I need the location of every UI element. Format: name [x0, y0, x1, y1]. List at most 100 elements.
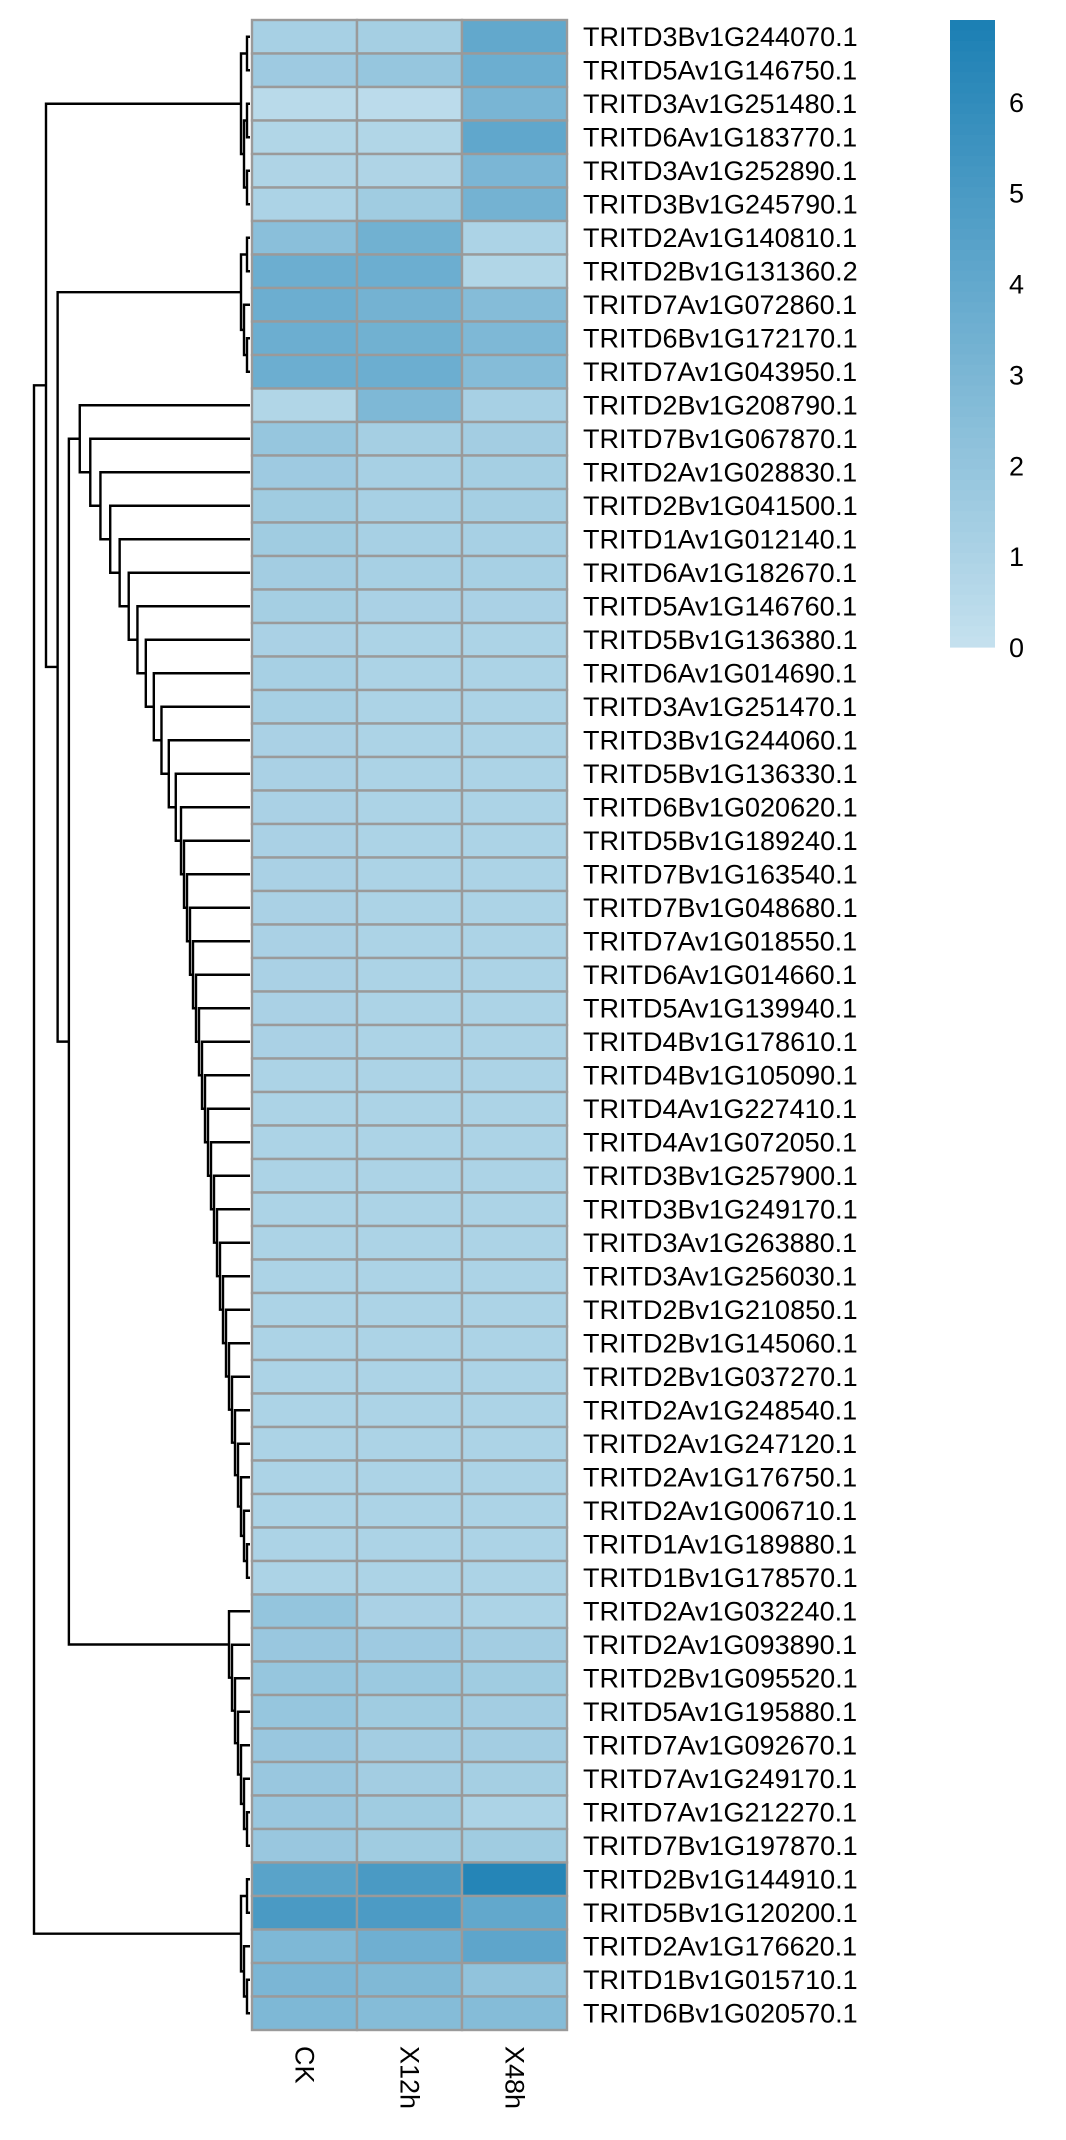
- heatmap-cell: [250, 521, 359, 558]
- heatmap-cell: [355, 1894, 464, 1931]
- heatmap-cell: [250, 1425, 359, 1462]
- legend-gradient-step: [950, 197, 995, 209]
- heatmap-cell: [460, 655, 569, 692]
- row-label: TRITD5Bv1G136380.1: [583, 625, 858, 655]
- heatmap-cell: [250, 85, 359, 122]
- legend-gradient-step: [950, 500, 995, 512]
- row-label: TRITD2Av1G247120.1: [583, 1429, 857, 1459]
- heatmap-cell: [460, 1827, 569, 1864]
- legend-gradient-step: [950, 594, 995, 606]
- heatmap-cell: [250, 956, 359, 993]
- heatmap-cell: [355, 990, 464, 1027]
- heatmap-cell: [460, 1693, 569, 1730]
- heatmap-cell: [460, 521, 569, 558]
- heatmap-cell: [250, 1626, 359, 1663]
- column-label: X48h: [500, 2046, 530, 2109]
- heatmap-cell: [460, 286, 569, 323]
- row-label: TRITD5Bv1G189240.1: [583, 826, 858, 856]
- heatmap-cell: [355, 1392, 464, 1429]
- legend-gradient-step: [950, 448, 995, 460]
- legend-gradient-step: [950, 124, 995, 136]
- row-label: TRITD3Bv1G249170.1: [583, 1194, 858, 1224]
- dendrogram-branch: [245, 236, 250, 273]
- row-labels: TRITD3Bv1G244070.1TRITD5Av1G146750.1TRIT…: [583, 22, 858, 2029]
- heatmap-cell: [355, 420, 464, 457]
- heatmap-cell: [460, 1124, 569, 1161]
- heatmap-cell: [460, 1760, 569, 1797]
- row-label: TRITD4Av1G227410.1: [583, 1094, 857, 1124]
- legend-gradient-step: [950, 584, 995, 596]
- row-label: TRITD7Bv1G197870.1: [583, 1831, 858, 1861]
- legend-gradient-step: [950, 636, 995, 648]
- row-label: TRITD6Av1G182670.1: [583, 558, 857, 588]
- legend-gradient-step: [950, 469, 995, 481]
- row-label: TRITD2Bv1G131360.2: [583, 256, 858, 286]
- heatmap-cell: [250, 655, 359, 692]
- row-label: TRITD3Bv1G244060.1: [583, 725, 858, 755]
- legend-gradient-step: [950, 270, 995, 282]
- legend-gradient-step: [950, 396, 995, 408]
- heatmap-cell: [355, 822, 464, 859]
- row-label: TRITD2Bv1G210850.1: [583, 1295, 858, 1325]
- heatmap-cell: [460, 755, 569, 792]
- heatmap-cell: [250, 420, 359, 457]
- heatmap-cell: [355, 1727, 464, 1764]
- heatmap-cell: [250, 1928, 359, 1965]
- heatmap-cell: [355, 1023, 464, 1060]
- dendrogram-branch: [245, 1543, 250, 1579]
- legend-gradient-step: [950, 479, 995, 491]
- legend-tick-label: 3: [1009, 360, 1024, 390]
- row-label: TRITD6Av1G183770.1: [583, 122, 857, 152]
- heatmap-cell: [250, 990, 359, 1027]
- legend-gradient-step: [950, 260, 995, 272]
- legend-gradient-step: [950, 187, 995, 199]
- legend-gradient-step: [950, 615, 995, 627]
- heatmap-cell: [460, 789, 569, 826]
- heatmap-cell: [250, 1593, 359, 1630]
- legend-gradient-step: [950, 406, 995, 418]
- row-label: TRITD7Av1G072860.1: [583, 290, 857, 320]
- heatmap-cell: [250, 722, 359, 759]
- row-label: TRITD2Bv1G037270.1: [583, 1362, 858, 1392]
- heatmap-cell: [250, 1827, 359, 1864]
- heatmap-cell: [460, 1928, 569, 1965]
- row-label: TRITD7Av1G043950.1: [583, 357, 857, 387]
- heatmap-cell: [250, 487, 359, 524]
- heatmap-cell: [460, 320, 569, 357]
- dendrogram-branch: [56, 290, 241, 1043]
- legend-gradient-step: [950, 323, 995, 335]
- heatmap-cell: [355, 1995, 464, 2032]
- heatmap-cell: [250, 1492, 359, 1529]
- heatmap-cell: [460, 1325, 569, 1362]
- heatmap-cell: [250, 253, 359, 290]
- heatmap-cell: [250, 219, 359, 256]
- row-label: TRITD6Bv1G020620.1: [583, 792, 858, 822]
- heatmap-cell: [355, 956, 464, 993]
- legend-gradient-step: [950, 417, 995, 429]
- heatmap-cell: [250, 1157, 359, 1194]
- heatmap-cell: [355, 1224, 464, 1261]
- legend-gradient-step: [950, 563, 995, 575]
- row-label: TRITD1Av1G012140.1: [583, 524, 857, 554]
- legend-gradient-step: [950, 490, 995, 502]
- legend-tick-label: 6: [1009, 88, 1024, 118]
- legend-gradient-step: [950, 458, 995, 470]
- heatmap-cell: [250, 923, 359, 960]
- heatmap-cell: [460, 1727, 569, 1764]
- heatmap-cell: [355, 1928, 464, 1965]
- legend-gradient-step: [950, 291, 995, 303]
- legend-gradient-step: [950, 176, 995, 188]
- legend-gradient-step: [950, 82, 995, 94]
- row-label: TRITD6Bv1G020570.1: [583, 1998, 858, 2028]
- row-label: TRITD6Bv1G172170.1: [583, 323, 858, 353]
- row-label: TRITD5Av1G146750.1: [583, 55, 857, 85]
- heatmap-cell: [355, 119, 464, 156]
- heatmap-cell: [460, 1861, 569, 1898]
- legend-gradient-step: [950, 103, 995, 115]
- legend-gradient-step: [950, 20, 995, 32]
- row-label: TRITD3Av1G251480.1: [583, 89, 857, 119]
- row-label: TRITD4Bv1G178610.1: [583, 1027, 858, 1057]
- legend-gradient-step: [950, 114, 995, 126]
- legend-gradient-step: [950, 532, 995, 544]
